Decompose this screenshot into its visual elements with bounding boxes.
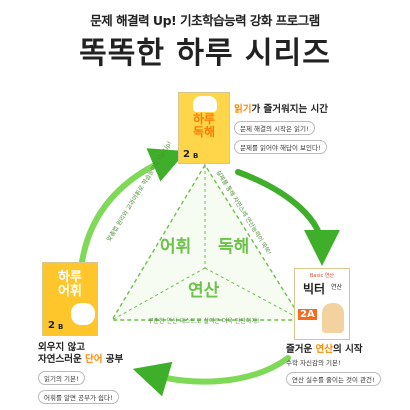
book-vocab: 하루 어휘 2 B [42, 262, 98, 336]
caption-calc: 즐거운 연산의 시작 수학 자신감의 기본! 연산 실수를 줄이는 것이 관건! [286, 344, 410, 386]
series-subtitle: 문제 해결력 Up! 기초학습능력 강화 프로그램 [90, 13, 320, 28]
caption-calc-title: 즐거운 연산의 시작 [286, 344, 363, 355]
character-icon [322, 303, 344, 333]
mascot-icon [71, 303, 95, 325]
cycle-arrow-left [79, 148, 187, 265]
book-vocab-title: 하루 어휘 [58, 270, 82, 299]
book-calc-title: 빅터 [303, 282, 326, 296]
book-reading-grade: 2 [183, 149, 190, 160]
book-vocab-grade: 2 [48, 320, 55, 331]
center-word-reading: 독해 [218, 237, 250, 257]
caption-reading: 읽기가 즐거워지는 시간 문제 해결의 시작은 읽기! 문제를 읽어야 해답이 … [234, 104, 404, 154]
book-calc-title-small: 연산 [331, 284, 343, 291]
book-calc-grade: 2A [298, 309, 317, 320]
caption-reading-pill1: 문제 해결의 시작은 읽기! [234, 121, 315, 135]
series-title: 똑똑한 하루 시리즈 [79, 36, 331, 71]
book-reading-title: 하루 독해 [192, 112, 216, 139]
caption-vocab-pill1: 읽기의 기본! [38, 371, 85, 385]
book-reading: 하루 독해 2 B [178, 92, 230, 164]
mascot-icon [193, 96, 217, 112]
caption-vocab-line2: 자연스러운 단어 공부 [38, 354, 124, 365]
caption-vocab-pill2: 어휘를 알면 공부가 쉽다! [38, 390, 119, 404]
caption-reading-title: 읽기가 즐거워지는 시간 [234, 104, 329, 115]
caption-vocab-line1: 외우지 않고 [38, 342, 86, 353]
caption-reading-pill2: 문제를 읽어야 해답이 보인다! [234, 140, 327, 154]
book-vocab-unit: B [58, 323, 64, 331]
caption-calc-pill1: 연산 실수를 줄이는 것이 관건! [286, 372, 381, 386]
cycle-arrow-right [235, 169, 340, 266]
book-calc-badge: Basic 연산 [309, 273, 335, 279]
triangle-divider-right [204, 267, 303, 321]
book-calc: Basic 연산 빅터 연산 2A [294, 268, 350, 340]
caption-vocab: 외우지 않고 자연스러운 단어 공부 읽기의 기본! 어휘를 알면 공부가 쉽다… [38, 342, 178, 404]
book-reading-unit: B [193, 152, 199, 160]
center-word-calc: 연산 [188, 281, 220, 301]
edge-text-bottom: 꾸준한 연산 테스트로 실력은 더욱 탄탄하게! [148, 318, 260, 325]
cycle-arrow-bottom [132, 355, 291, 397]
caption-calc-line2: 수학 자신감의 기본! [286, 359, 341, 367]
center-word-vocab: 어휘 [160, 237, 192, 257]
center-triangle [110, 163, 304, 321]
